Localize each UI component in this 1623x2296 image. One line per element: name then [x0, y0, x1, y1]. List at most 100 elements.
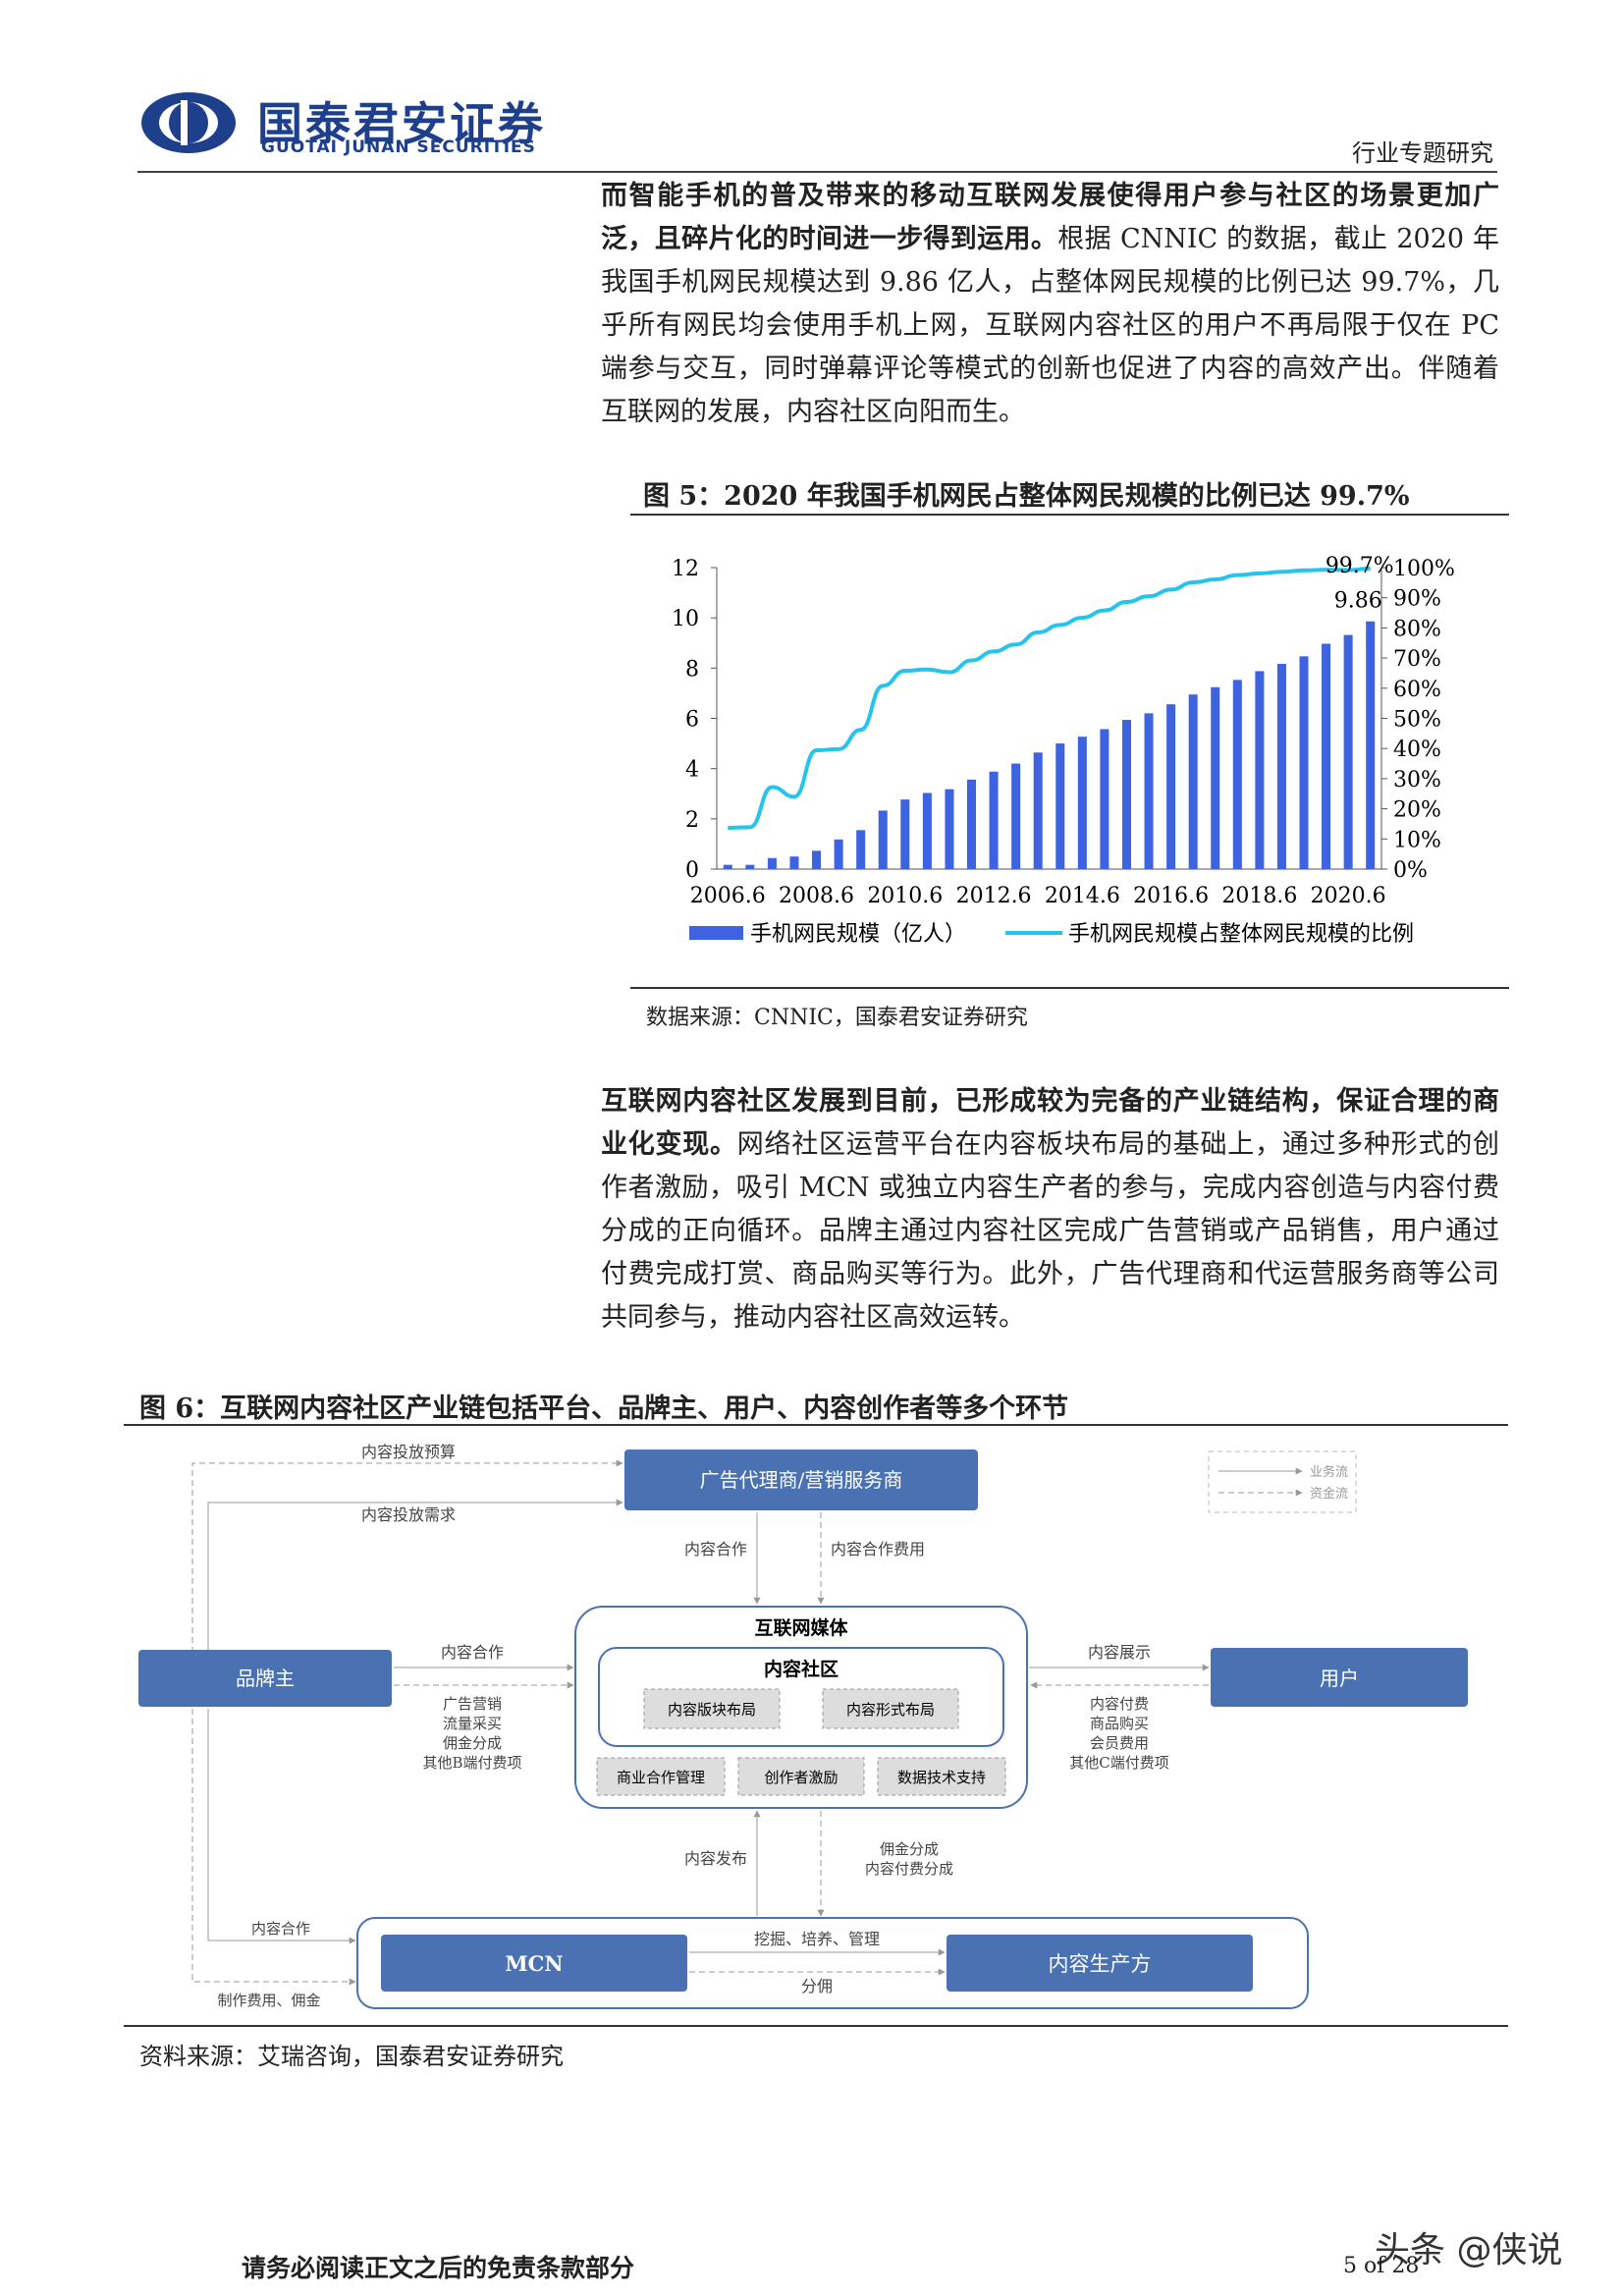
y-right-tick-label: 90% [1393, 587, 1441, 612]
legend-money-label: 资金流 [1310, 1486, 1348, 1502]
brand-box [138, 1650, 392, 1707]
legend-business-label: 业务流 [1310, 1464, 1348, 1480]
x-tick-label: 2014.6 [1045, 884, 1120, 908]
edge-user-fee-label-4: 其他C端付费项 [1069, 1754, 1168, 1772]
bar [789, 856, 799, 869]
y-left-tick-label: 8 [685, 657, 699, 682]
bar [1211, 686, 1220, 869]
legend-line-label: 手机网民规模占整体网民规模的比例 [1068, 922, 1414, 947]
bar [1033, 752, 1043, 869]
user-box [1211, 1648, 1468, 1707]
edge-demand [207, 1499, 623, 1672]
board-layout-label: 内容版块布局 [668, 1701, 756, 1719]
figure-5-bottom-rule [630, 987, 1509, 989]
y-left-tick-label: 0 [685, 858, 699, 883]
brand-label: 品牌主 [236, 1667, 295, 1690]
edge-revenue-label-2: 内容付费分成 [865, 1860, 953, 1878]
report-type: 行业专题研究 [1352, 139, 1493, 167]
edge-production-fee-label: 制作费用、佣金 [217, 1992, 320, 2009]
edge-mcn-coop [207, 1709, 356, 1944]
edge-nurture-label: 挖掘、培养、管理 [754, 1930, 880, 1948]
y-right-tick-label: 30% [1393, 768, 1441, 793]
bar [1077, 737, 1087, 869]
bar [1255, 671, 1265, 869]
paragraph-2-lead: 互联网内容社区发展到目前，已形成较为完备的产业链结构，保证合理的商业化变现。 [601, 1086, 1499, 1160]
bar [856, 830, 866, 869]
brand-name-en: GUOTAI JUNAN SECURITIES [261, 137, 536, 157]
bar [989, 771, 999, 869]
paragraph-1-lead: 而智能手机的普及带来的移动互联网发展使得用户参与社区的场景更加广泛，且碎片化的时… [601, 181, 1499, 254]
header-divider [137, 171, 1497, 173]
y-right-tick-label: 20% [1393, 798, 1441, 823]
figure-6-bottom-rule [124, 2025, 1508, 2027]
y-right-tick-label: 0% [1393, 858, 1428, 883]
edge-user-fee-label-1: 内容付费 [1090, 1695, 1149, 1713]
producer-label: 内容生产方 [1049, 1952, 1152, 1976]
y-right-tick-label: 10% [1393, 828, 1441, 852]
x-tick-label: 2008.6 [779, 884, 854, 908]
y-right-tick-label: 50% [1393, 708, 1441, 733]
bar [745, 864, 755, 869]
figure-6-diagram: 业务流 资金流 广告代理商/营销服务商 内容投放预算 内容投放需求 内容合作 内… [138, 1443, 1468, 2009]
x-tick-label: 2016.6 [1133, 884, 1209, 908]
bar [945, 789, 954, 869]
annotation-ratio: 99.7% [1325, 554, 1394, 578]
edge-mcn-coop-label: 内容合作 [251, 1920, 310, 1938]
edge-publish-label: 内容发布 [684, 1849, 747, 1868]
brand-name-cn: 国泰君安证券 [257, 97, 546, 150]
bar [1100, 729, 1109, 869]
mcn-box [381, 1935, 687, 1992]
bar [1188, 694, 1198, 869]
diagram-legend-box [1208, 1450, 1357, 1513]
agency-label: 广告代理商/营销服务商 [700, 1468, 903, 1492]
y-left-tick-label: 10 [672, 607, 699, 631]
annotation-value: 9.86 [1334, 589, 1382, 614]
bar [1011, 763, 1021, 869]
y-right-tick-label: 80% [1393, 617, 1441, 641]
paragraph-1-body: 根据 CNNIC 的数据，截止 2020 年我国手机网民规模达到 9.86 亿人… [601, 224, 1500, 427]
edge-agency-coop-label: 内容合作 [684, 1540, 747, 1558]
edge-brand-fee-label-4: 其他B端付费项 [422, 1754, 521, 1772]
bar [1299, 656, 1309, 869]
data-tech-box [877, 1757, 1006, 1796]
bar [1366, 621, 1376, 869]
creator-incentive-label: 创作者激励 [764, 1769, 838, 1786]
watermark: 头条 @侠说 [1375, 2230, 1563, 2270]
edge-budget [191, 1459, 623, 1672]
board-layout-box [643, 1688, 781, 1729]
y-right-tick-label: 70% [1393, 647, 1441, 672]
gtja-logo-icon [141, 92, 236, 153]
bar [1322, 643, 1331, 869]
edge-demand-label: 内容投放需求 [361, 1505, 456, 1524]
legend-bar-label: 手机网民规模（亿人） [750, 922, 966, 947]
figure-6-source: 资料来源：艾瑞咨询，国泰君安证券研究 [139, 2043, 564, 2070]
bar [1232, 680, 1242, 869]
x-tick-label: 2006.6 [690, 884, 766, 908]
edge-brand-fee-label-2: 流量采买 [443, 1715, 502, 1732]
figure-5-top-rule [630, 514, 1509, 516]
bar [767, 857, 777, 869]
bar [1343, 634, 1353, 869]
y-left-tick-label: 4 [685, 758, 699, 783]
y-left-tick-label: 6 [685, 708, 699, 733]
media-label: 互联网媒体 [754, 1616, 848, 1639]
figure-6-title: 图 6：互联网内容社区产业链包括平台、品牌主、用户、内容创作者等多个环节 [139, 1394, 1069, 1424]
bar [1055, 743, 1065, 869]
figure-5-source: 数据来源：CNNIC，国泰君安证券研究 [646, 1006, 1028, 1030]
edge-brand-fee-label-3: 佣金分成 [443, 1734, 502, 1752]
creator-incentive-box [737, 1757, 865, 1796]
y-right-tick-label: 40% [1393, 738, 1441, 762]
agency-box [624, 1449, 978, 1510]
ratio-line [728, 566, 1371, 830]
edge-production-fee [191, 1709, 356, 1986]
bar [878, 810, 888, 869]
edge-user-fee-label-3: 会员费用 [1090, 1734, 1149, 1752]
edge-brand-coop-label: 内容合作 [441, 1643, 504, 1662]
bar [922, 793, 932, 869]
x-tick-label: 2012.6 [956, 884, 1032, 908]
figure-6-top-rule [124, 1424, 1508, 1426]
x-tick-label: 2020.6 [1311, 884, 1386, 908]
y-right-tick-label: 100% [1393, 557, 1455, 581]
paragraph-2-body: 网络社区运营平台在内容板块布局的基础上，通过多种形式的创作者激励，吸引 MCN … [601, 1129, 1499, 1333]
x-tick-label: 2018.6 [1221, 884, 1297, 908]
